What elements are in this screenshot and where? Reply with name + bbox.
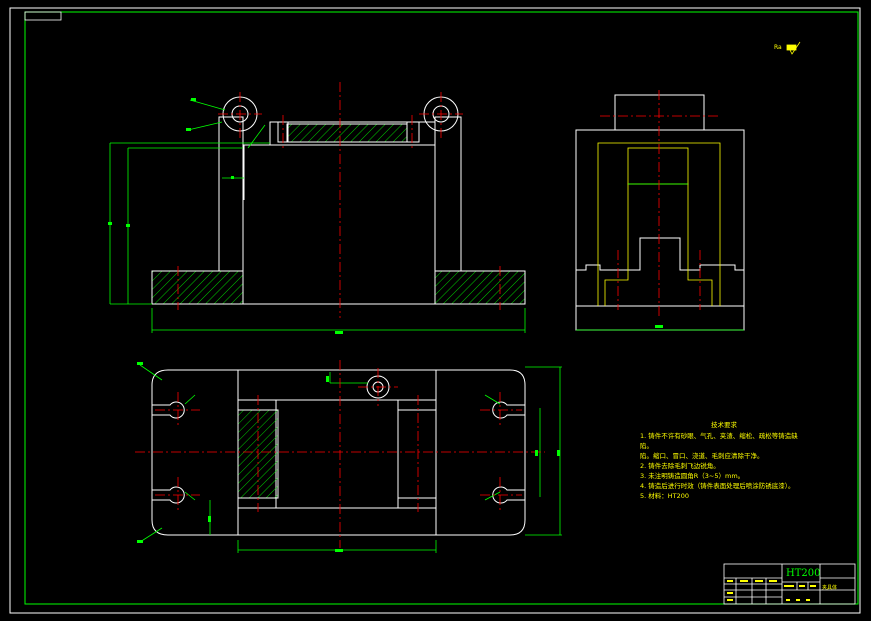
tech-requirements: 技术要求 1. 铸件不许有砂眼、气孔、夹渣、缩松、疏松等铸造缺陷。 陷。缩口、冒…: [640, 420, 800, 501]
tech-line: 2. 铸件去除毛刺飞边锐角。: [640, 462, 720, 470]
title-block: [723, 563, 856, 605]
side-view: [575, 94, 745, 331]
side-centerlines: [600, 90, 718, 318]
roughness-label: Ra: [774, 44, 782, 51]
top-centerlines: [135, 360, 545, 548]
front-right-post: [434, 116, 462, 272]
top-view: [151, 369, 526, 536]
inner-border: [24, 11, 859, 605]
corner-label-box: [24, 11, 62, 21]
title-block-material: HT200: [786, 568, 821, 579]
side-dimensions: [576, 183, 744, 331]
outer-border: [9, 7, 861, 614]
tech-line: 5. 材料：HT200: [640, 492, 690, 500]
title-block-marks: [727, 580, 816, 601]
front-left-post: [218, 116, 244, 272]
dimension-markers: [108, 98, 663, 552]
top-dimensions: [139, 364, 562, 553]
top-outline: [151, 369, 526, 536]
title-block-part-name: 夹具体: [822, 585, 838, 591]
front-top-bar: [269, 121, 436, 146]
front-centerlines: [177, 82, 501, 318]
front-base-left: [151, 270, 244, 305]
tech-line: 1. 铸件不许有砂眼、气孔、夹渣、缩松、疏松等铸造缺陷。: [640, 432, 798, 450]
front-view: [151, 96, 526, 305]
tech-requirements-title: 技术要求: [711, 421, 737, 429]
front-base-right: [434, 270, 526, 305]
front-body: [242, 144, 436, 305]
tech-line: 陷。缩口、冒口、浇道、毛刺应清除干净。: [640, 452, 764, 460]
tech-line: 4. 铸造后进行时效（铸件表面处理后喷涂防锈底漆）。: [640, 482, 795, 490]
front-dimensions: [109, 99, 526, 333]
tech-line: 3. 未注明铸造圆角R（3~5）mm。: [640, 472, 745, 480]
front-hatch-top: [286, 123, 408, 143]
roughness-symbol: [786, 41, 801, 55]
